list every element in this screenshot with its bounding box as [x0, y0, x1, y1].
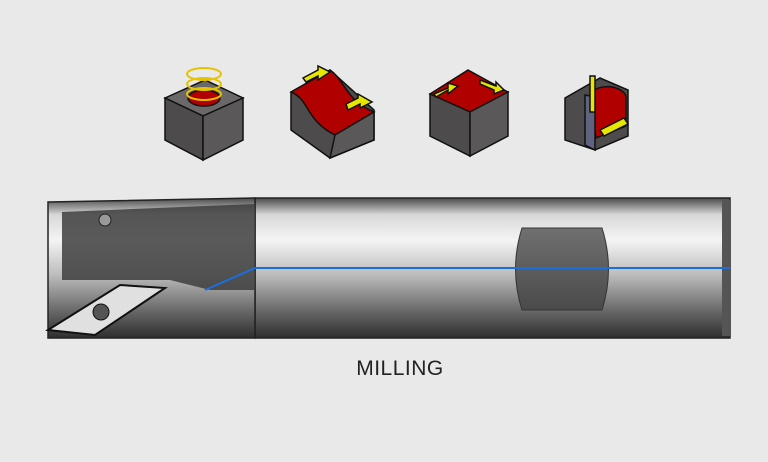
pocket-milling-cube-icon	[564, 75, 630, 152]
end-mill-tool	[45, 197, 731, 339]
axis-line-diagonal	[204, 267, 256, 291]
insert-screw-icon	[92, 303, 110, 321]
face-milling-cube-icon	[428, 69, 510, 158]
caption-milling: MILLING	[356, 357, 444, 380]
helical-milling-cube-icon	[163, 67, 245, 162]
coolant-hole	[98, 213, 112, 227]
chip-flute	[62, 204, 255, 290]
profile-milling-cube-icon	[289, 64, 376, 160]
